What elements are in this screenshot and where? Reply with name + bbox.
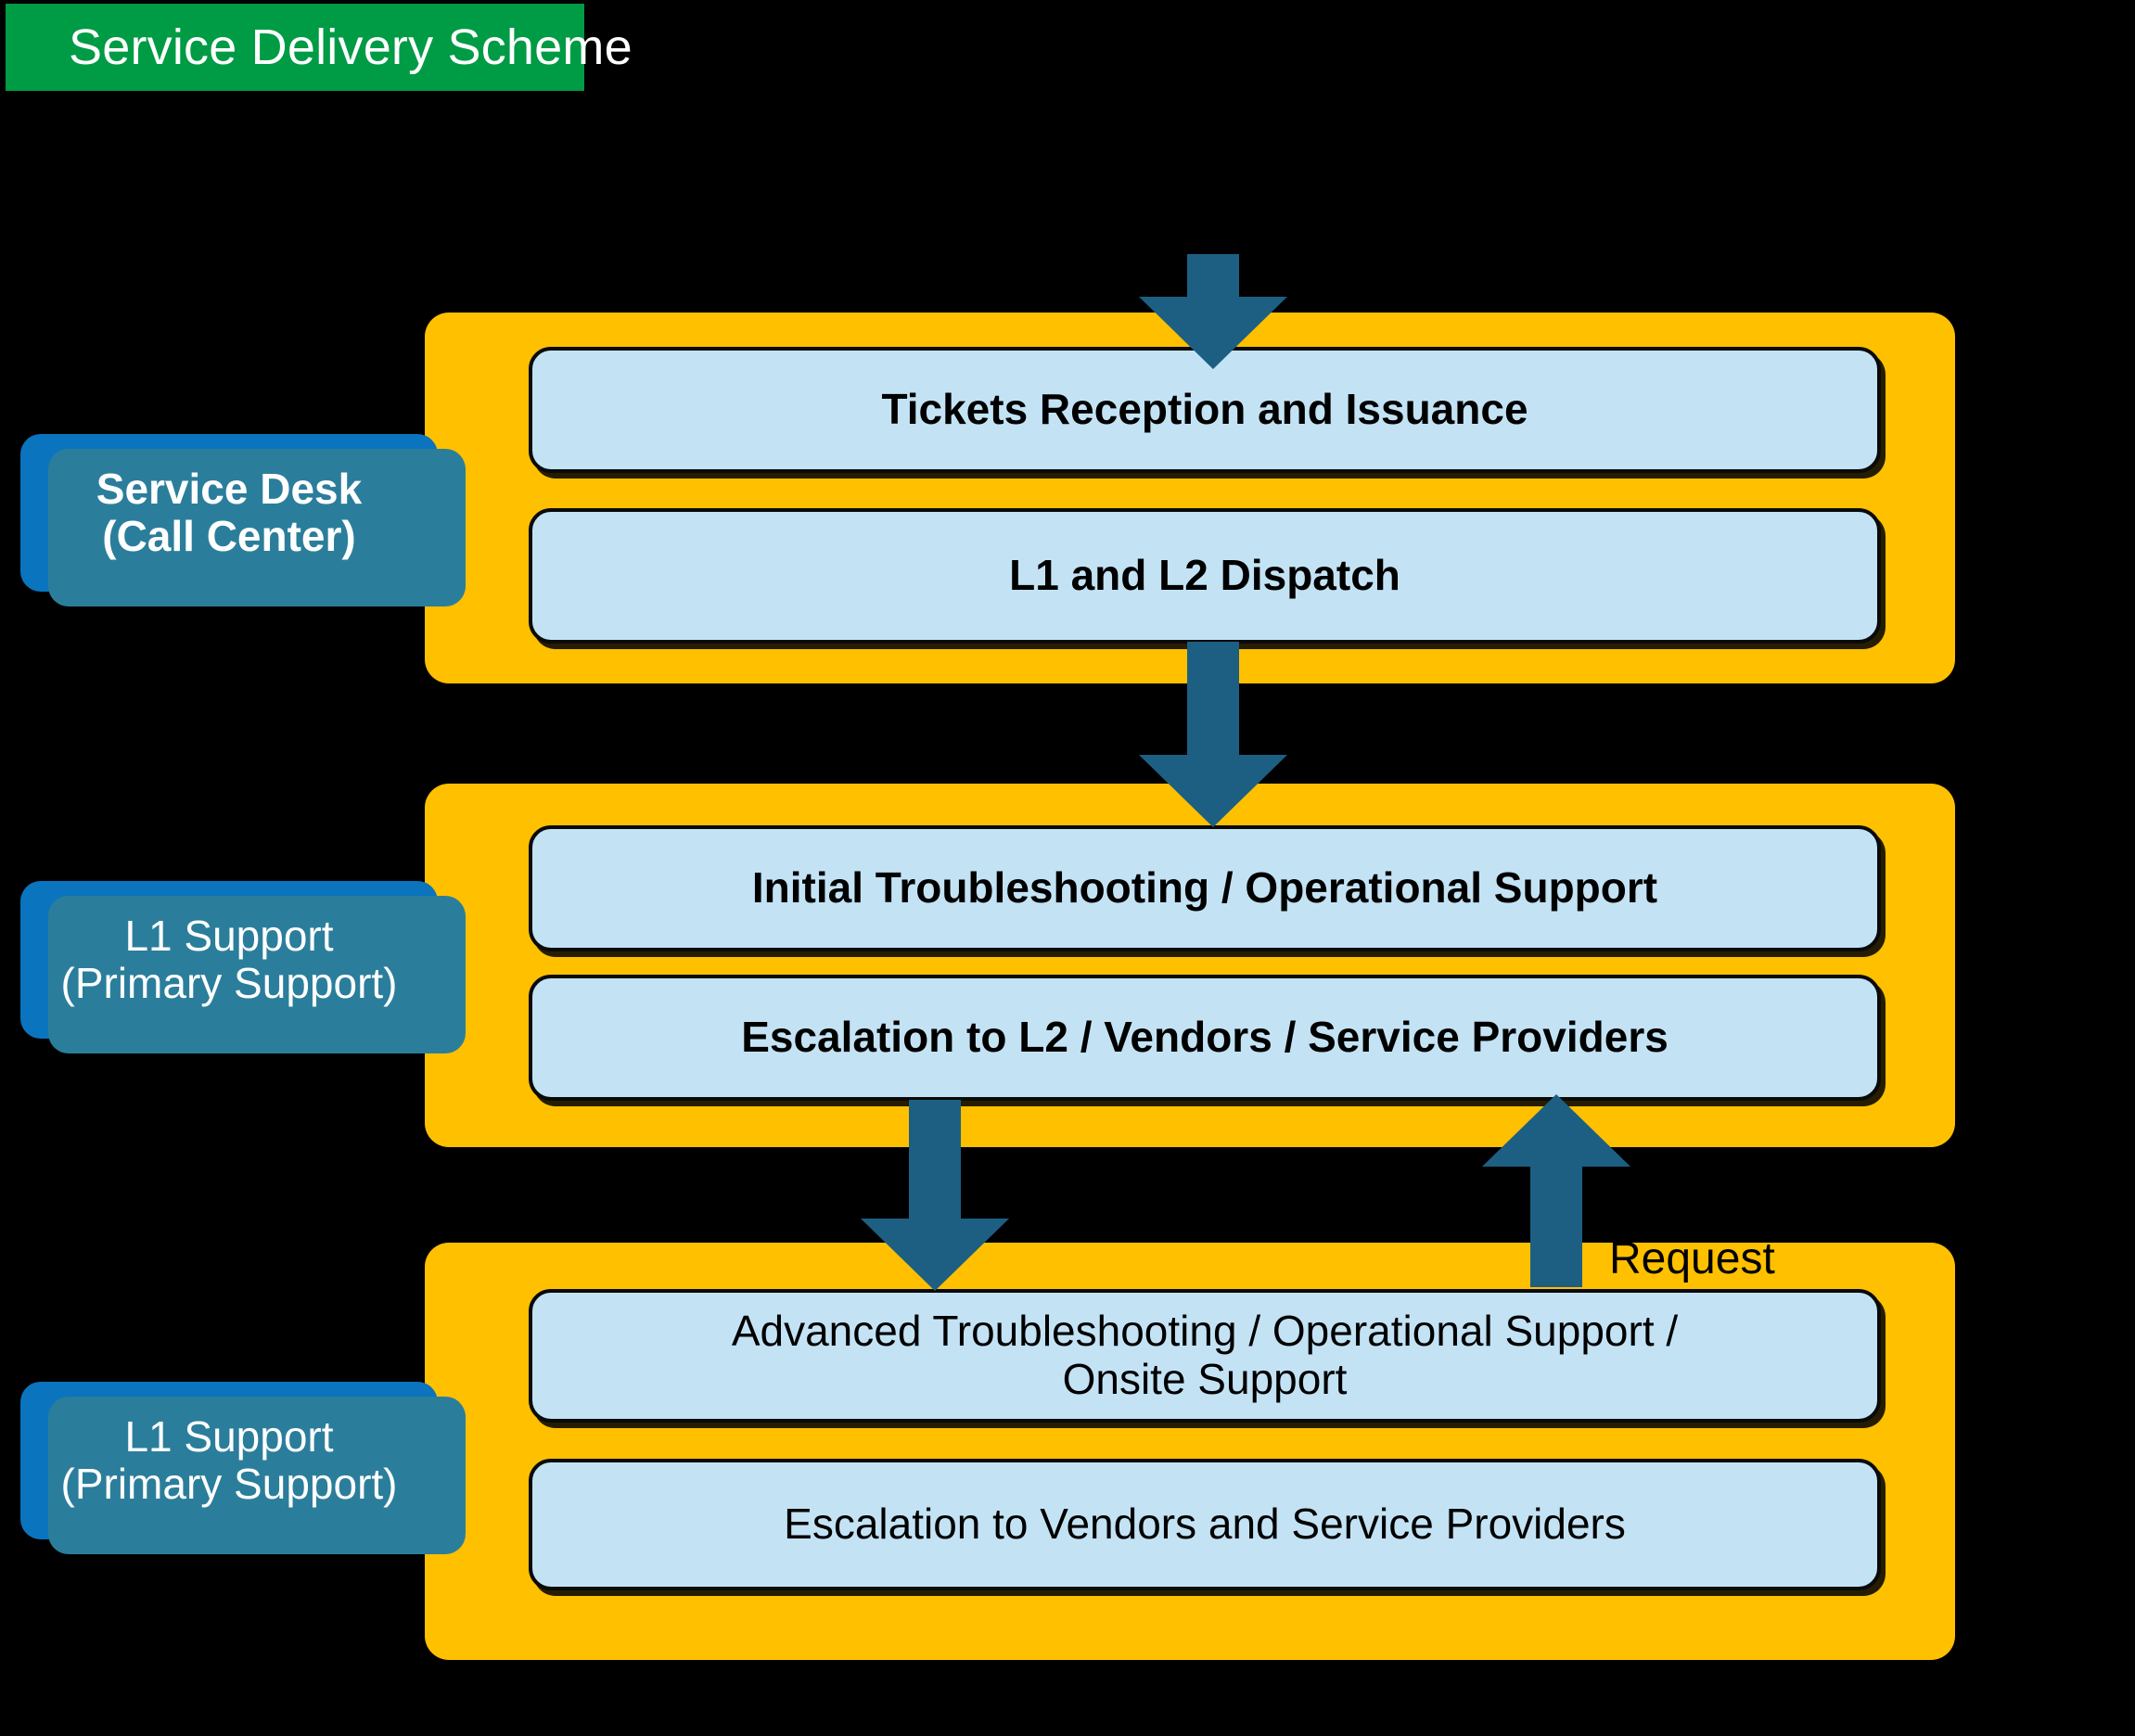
role-label-l2-support[interactable]: L1 Support (Primary Support) bbox=[20, 1382, 466, 1554]
request-return-arrow-icon bbox=[1482, 1094, 1630, 1287]
process-box-initial-troubleshooting[interactable]: Initial Troubleshooting / Operational Su… bbox=[529, 825, 1881, 951]
inbound-arrow-icon bbox=[1139, 254, 1287, 369]
diagram-title-banner: Service Delivery Scheme bbox=[6, 4, 633, 91]
process-box-line-1: Advanced Troubleshooting / Operational S… bbox=[731, 1307, 1679, 1356]
role-label-shadow bbox=[48, 1397, 466, 1554]
process-box-tickets-reception[interactable]: Tickets Reception and Issuance bbox=[529, 347, 1881, 473]
process-box-line-2: Onsite Support bbox=[1062, 1355, 1348, 1403]
process-box-l1-l2-dispatch[interactable]: L1 and L2 Dispatch bbox=[529, 508, 1881, 644]
page-title: Service Delivery Scheme bbox=[69, 19, 633, 75]
dispatch-to-l1-arrow-icon bbox=[1139, 642, 1287, 827]
request-annotation-label: Request bbox=[1609, 1234, 1775, 1283]
escalation-to-l2-arrow-icon bbox=[861, 1100, 1009, 1291]
process-box-advanced-troubleshooting[interactable]: Advanced Troubleshooting / Operational S… bbox=[529, 1289, 1881, 1423]
role-label-l1-support[interactable]: L1 Support (Primary Support) bbox=[20, 881, 466, 1053]
role-label-service-desk[interactable]: Service Desk (Call Center) bbox=[20, 434, 466, 606]
role-label-shadow bbox=[48, 896, 466, 1053]
process-box-escalation-to-l2[interactable]: Escalation to L2 / Vendors / Service Pro… bbox=[529, 975, 1881, 1101]
process-box-escalation-to-vendors[interactable]: Escalation to Vendors and Service Provid… bbox=[529, 1459, 1881, 1590]
role-label-shadow bbox=[48, 449, 466, 606]
